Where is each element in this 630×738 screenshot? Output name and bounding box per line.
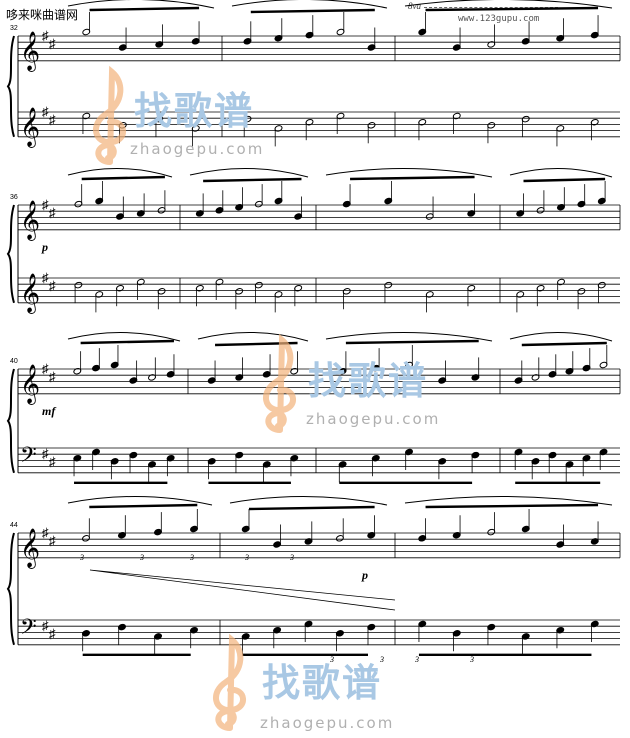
tuplet-number: 3	[329, 655, 334, 664]
slur	[231, 0, 388, 9]
sharp-icon: ♯	[42, 618, 49, 633]
measure-number: 32	[10, 25, 18, 32]
treble-clef-icon: 𝄞	[20, 364, 40, 405]
beam	[215, 341, 298, 347]
hairpin	[89, 569, 396, 611]
sharp-icon: ♯	[49, 205, 56, 220]
measure-number: 36	[10, 194, 18, 201]
system-brace	[6, 204, 15, 304]
treble-clef-icon: 𝄞	[20, 528, 40, 569]
sharp-icon: ♯	[42, 361, 49, 376]
sharp-icon: ♯	[49, 533, 56, 548]
beam	[203, 177, 302, 183]
beam	[521, 341, 607, 347]
sharp-icon: ♯	[49, 454, 56, 469]
score-texts: 32 36 p 40 mf 44 p 3 3 3 3 3 3 3 3 3	[10, 25, 474, 664]
slur	[509, 331, 613, 342]
beam	[425, 6, 599, 12]
tuplet-number: 3	[139, 553, 144, 562]
system-brace	[6, 532, 15, 646]
tuplet-number: 3	[189, 553, 194, 562]
slurs	[67, 0, 613, 611]
dynamic-mark: p	[41, 240, 48, 254]
sharp-icon: ♯	[42, 270, 49, 285]
sharp-icon: ♯	[42, 525, 49, 540]
beam	[89, 503, 198, 509]
sharp-icon: ♯	[42, 104, 49, 119]
url-watermark: www.123gupu.com	[458, 14, 540, 24]
site-label: 哆来咪曲谱网	[6, 8, 79, 22]
sharp-icon: ♯	[49, 112, 56, 127]
sharp-icon: ♯	[49, 626, 56, 641]
beam	[350, 175, 475, 181]
beam	[81, 175, 165, 181]
slur	[509, 167, 613, 178]
sharp-icon: ♯	[49, 369, 56, 384]
barlines	[17, 36, 621, 645]
slur	[325, 331, 493, 342]
beam	[250, 8, 375, 14]
key-signatures: ♯♯♯♯♯♯♯♯♯♯♯♯♯♯♯♯	[42, 28, 56, 641]
beam	[425, 503, 599, 509]
treble-clef-icon: 𝄞	[20, 31, 40, 72]
slur	[67, 0, 215, 9]
measure-number: 44	[10, 522, 18, 529]
slur	[67, 495, 213, 506]
beam	[80, 339, 174, 345]
system-brace	[6, 368, 15, 474]
sharp-icon: ♯	[42, 28, 49, 43]
system-braces	[6, 35, 15, 646]
tuplet-number: 3	[244, 553, 249, 562]
treble-clef-icon: 𝄞	[20, 200, 40, 241]
system-brace	[6, 35, 15, 138]
clefs: 𝄞 𝄞 𝄞 𝄞 𝄞 𝄢 𝄞 𝄢	[20, 31, 40, 645]
slur	[189, 167, 309, 178]
dynamic-mark: mf	[42, 404, 56, 418]
beam	[89, 6, 200, 12]
slur	[404, 495, 613, 506]
slur	[67, 331, 181, 342]
slur	[325, 167, 493, 178]
ottava-line	[424, 7, 558, 8]
bass-clef-icon: 𝄢	[20, 443, 37, 473]
slur	[404, 0, 613, 9]
sharp-icon: ♯	[42, 446, 49, 461]
beam	[523, 177, 606, 183]
beam	[345, 339, 479, 345]
treble-clef-icon: 𝄞	[20, 273, 40, 314]
beam	[248, 505, 375, 511]
tuplet-number: 3	[289, 553, 294, 562]
slur	[229, 495, 388, 506]
slur	[67, 167, 173, 178]
treble-clef-icon: 𝄞	[20, 107, 40, 148]
staff-lines	[18, 35, 620, 646]
sharp-icon: ♯	[42, 197, 49, 212]
tuplet-number: 3	[469, 655, 474, 664]
measure-number: 40	[10, 358, 18, 365]
dynamic-mark: p	[361, 568, 368, 582]
tuplet-number: 3	[79, 553, 84, 562]
tuplet-number: 3	[414, 655, 419, 664]
tuplet-number: 3	[379, 655, 384, 664]
sharp-icon: ♯	[49, 278, 56, 293]
bass-clef-icon: 𝄢	[20, 615, 37, 645]
slur	[197, 331, 309, 342]
ottava-mark: 8va	[408, 1, 421, 11]
sharp-icon: ♯	[49, 36, 56, 51]
notes	[73, 6, 608, 656]
